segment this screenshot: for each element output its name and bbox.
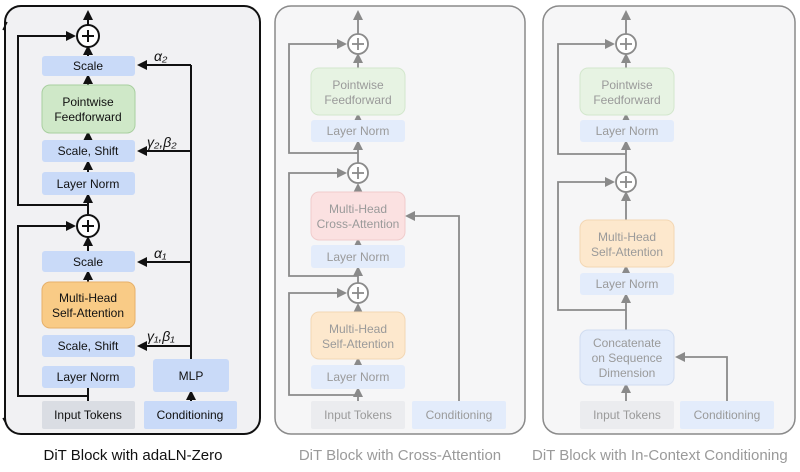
feedforward-label-line1: Pointwise: [62, 95, 114, 109]
panel-cross-attention: Pointwise Feedforward Layer Norm Multi-H…: [274, 5, 526, 464]
cross-input-tokens-block: Input Tokens: [311, 401, 405, 429]
incontext-self-attention-line2: Self-Attention: [591, 245, 663, 259]
concatenate-block: Concatenate on Sequence Dimension: [579, 329, 675, 386]
scale-bottom-block: Scale: [42, 251, 135, 272]
param-alpha2: α₂: [154, 48, 168, 64]
self-attention-label-line1: Multi-Head: [59, 291, 117, 305]
cross-feedforward-line2: Feedforward: [324, 93, 391, 107]
cross-layer-norm-bottom-label: Layer Norm: [327, 370, 390, 384]
scale-shift-bottom-label: Scale, Shift: [58, 339, 119, 353]
cross-attention-line1: Multi-Head: [329, 202, 387, 216]
panel-cross-caption: DiT Block with Cross-Attention: [299, 447, 501, 464]
param-gamma2-beta2: γ₂,β₂: [147, 134, 177, 150]
incontext-input-tokens-label: Input Tokens: [593, 408, 661, 422]
cross-feedforward-block: Pointwise Feedforward: [310, 67, 406, 116]
input-tokens-block: Input Tokens: [42, 401, 135, 429]
cross-layer-norm-top-block: Layer Norm: [311, 120, 405, 142]
incontext-input-tokens-block: Input Tokens: [580, 401, 674, 429]
panel-in-context: Pointwise Feedforward Layer Norm Multi-H…: [532, 5, 796, 464]
cross-attention-block: Multi-Head Cross-Attention: [310, 191, 406, 241]
incontext-layer-norm-bottom-label: Layer Norm: [596, 277, 659, 291]
cross-attention-line2: Cross-Attention: [317, 217, 400, 231]
scale-shift-bottom-block: Scale, Shift: [42, 335, 135, 357]
incontext-conditioning-block: Conditioning: [680, 401, 774, 429]
incontext-self-attention-line1: Multi-Head: [598, 230, 656, 244]
concatenate-line1: Concatenate: [593, 336, 661, 350]
incontext-feedforward-line2: Feedforward: [593, 93, 660, 107]
cross-self-attention-block: Multi-Head Self-Attention: [310, 311, 406, 360]
cross-layer-norm-mid-block: Layer Norm: [311, 245, 405, 268]
incontext-layer-norm-top-block: Layer Norm: [580, 120, 674, 142]
panel-adaln-zero: Scale Pointwise Feedforward Scale, Shift…: [2, 5, 261, 464]
incontext-self-attention-block: Multi-Head Self-Attention: [579, 219, 675, 268]
mlp-block: MLP: [153, 359, 229, 392]
incontext-add-top: [615, 33, 637, 55]
concatenate-line3: Dimension: [599, 366, 656, 380]
cross-add-top: [347, 33, 369, 55]
conditioning-block: Conditioning: [144, 401, 237, 429]
incontext-layer-norm-bottom-block: Layer Norm: [580, 273, 674, 295]
param-alpha1: α₁: [154, 245, 167, 261]
panel-in-context-caption: DiT Block with In-Context Conditioning: [532, 447, 788, 464]
input-tokens-label: Input Tokens: [54, 408, 122, 422]
scale-shift-top-block: Scale, Shift: [42, 140, 135, 162]
concatenate-line2: on Sequence: [592, 351, 663, 365]
incontext-layer-norm-top-label: Layer Norm: [596, 124, 659, 138]
scale-shift-top-label: Scale, Shift: [58, 144, 119, 158]
cross-feedforward-line1: Pointwise: [332, 78, 384, 92]
cross-self-attention-line2: Self-Attention: [322, 337, 394, 351]
layer-norm-top-block: Layer Norm: [42, 172, 135, 195]
cross-layer-norm-bottom-block: Layer Norm: [311, 365, 405, 389]
conditioning-label: Conditioning: [157, 408, 224, 422]
feedforward-label-line2: Feedforward: [54, 110, 121, 124]
residual-add-bottom: [76, 214, 100, 238]
incontext-feedforward-line1: Pointwise: [601, 78, 653, 92]
incontext-add-bottom: [615, 171, 637, 193]
cross-self-attention-line1: Multi-Head: [329, 322, 387, 336]
scale-bottom-label: Scale: [73, 255, 103, 269]
param-gamma1-beta1: γ₁,β₁: [147, 328, 175, 344]
cross-conditioning-block: Conditioning: [412, 401, 506, 429]
self-attention-block: Multi-Head Self-Attention: [41, 281, 136, 329]
feedforward-block: Pointwise Feedforward: [41, 84, 136, 134]
cross-input-tokens-label: Input Tokens: [324, 408, 392, 422]
incontext-conditioning-label: Conditioning: [694, 408, 761, 422]
layer-norm-top-label: Layer Norm: [57, 177, 120, 191]
self-attention-label-line2: Self-Attention: [52, 306, 124, 320]
cross-conditioning-label: Conditioning: [426, 408, 493, 422]
incontext-feedforward-block: Pointwise Feedforward: [579, 67, 675, 116]
panel-adaln-caption: DiT Block with adaLN-Zero: [44, 447, 223, 464]
scale-top-label: Scale: [73, 59, 103, 73]
cross-layer-norm-mid-label: Layer Norm: [327, 250, 390, 264]
mlp-label: MLP: [179, 369, 204, 383]
cross-add-mid: [347, 162, 369, 184]
layer-norm-bottom-label: Layer Norm: [57, 370, 120, 384]
cross-add-bottom: [347, 282, 369, 304]
scale-top-block: Scale: [42, 56, 135, 76]
residual-add-top: [76, 24, 100, 48]
cross-layer-norm-top-label: Layer Norm: [327, 124, 390, 138]
layer-norm-bottom-block: Layer Norm: [42, 366, 135, 388]
